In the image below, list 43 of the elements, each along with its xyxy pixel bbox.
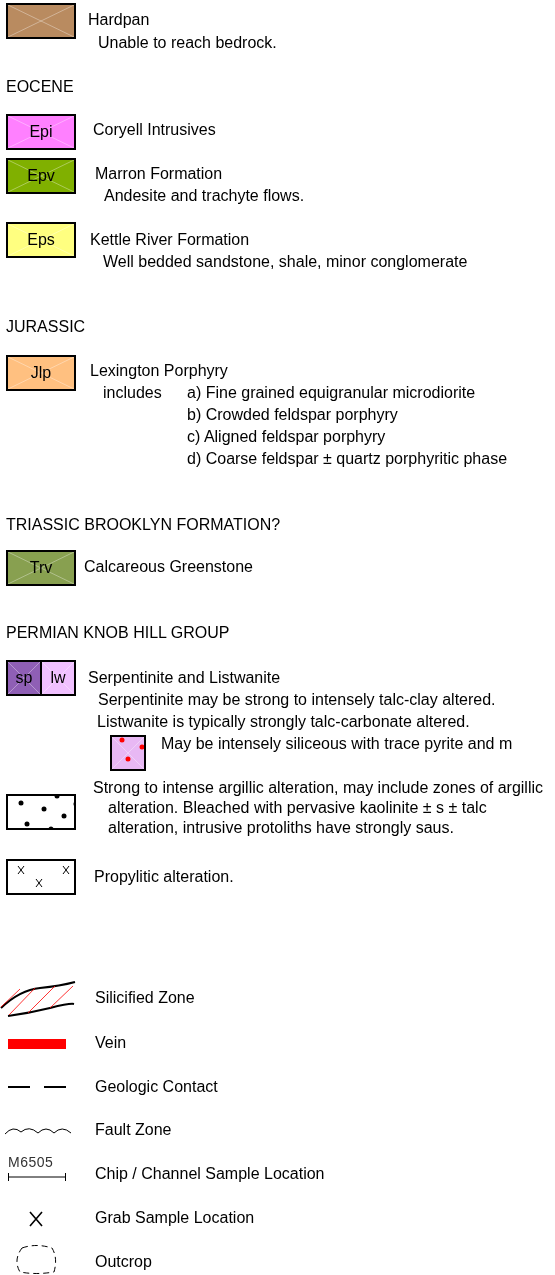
unit-name: Hardpan <box>88 10 150 30</box>
legend-text: Chip / Channel Sample Location <box>95 1164 325 1184</box>
unit-name: Serpentinite and Listwanite <box>88 668 281 688</box>
list-item: a) Fine grained equigranular microdiorite <box>187 383 476 403</box>
section-heading: EOCENE <box>6 77 74 97</box>
pattern-swatch <box>110 735 146 771</box>
list-item: c) Aligned feldspar porphyry <box>187 427 386 447</box>
pattern-swatch <box>6 859 76 895</box>
rock-unit-swatch: Epv <box>6 158 76 194</box>
unit-description: Andesite and trachyte flows. <box>104 186 305 206</box>
legend-text: Fault Zone <box>95 1120 172 1140</box>
section-heading: TRIASSIC BROOKLYN FORMATION? <box>6 515 281 535</box>
list-intro: includes <box>103 383 162 403</box>
legend-text: Outcrop <box>95 1252 152 1272</box>
unit-description: Unable to reach bedrock. <box>98 33 277 53</box>
unit-description: Propylitic alteration. <box>94 867 234 887</box>
rock-unit-swatch: Eps <box>6 222 76 258</box>
unit-description: Strong to intense argillic alteration, may include zones of argillic alteration. Bleached with pervasive kaolinite ± s ± talc alteration, intrusive protoliths have strongly saus. <box>93 778 544 838</box>
unit-description: Listwanite is typically strongly talc-carbonate altered. <box>97 712 470 732</box>
rock-unit-swatch: Trv <box>6 550 76 586</box>
pattern-swatch <box>6 794 76 830</box>
legend-text: Silicified Zone <box>95 988 195 1008</box>
rock-unit-swatch: lw <box>40 660 76 696</box>
section-heading: JURASSIC <box>6 317 86 337</box>
unit-description: Serpentinite may be strong to intensely talc-clay altered. <box>98 690 496 710</box>
unit-name: Marron Formation <box>95 164 223 184</box>
legend-text: Geologic Contact <box>95 1077 218 1097</box>
unit-name: Coryell Intrusives <box>93 120 216 140</box>
rock-unit-swatch: sp <box>6 660 42 696</box>
pattern-swatch <box>6 3 76 39</box>
unit-name: Calcareous Greenstone <box>84 557 253 577</box>
unit-name: Kettle River Formation <box>90 230 250 250</box>
rock-unit-swatch: Jlp <box>6 355 76 391</box>
list-item: d) Coarse feldspar ± quartz porphyritic phase <box>187 449 508 469</box>
unit-name: Lexington Porphyry <box>90 361 228 381</box>
unit-description: Well bedded sandstone, shale, minor conglomerate <box>103 252 468 272</box>
legend-text: Grab Sample Location <box>95 1208 255 1228</box>
unit-description: May be intensely siliceous with trace pyrite and m <box>161 734 513 754</box>
sample-id-label: M6505 <box>8 1153 54 1172</box>
legend-text: Vein <box>95 1033 127 1053</box>
list-item: b) Crowded feldspar porphyry <box>187 405 398 425</box>
rock-unit-swatch: Epi <box>6 114 76 150</box>
section-heading: PERMIAN KNOB HILL GROUP <box>6 623 230 643</box>
